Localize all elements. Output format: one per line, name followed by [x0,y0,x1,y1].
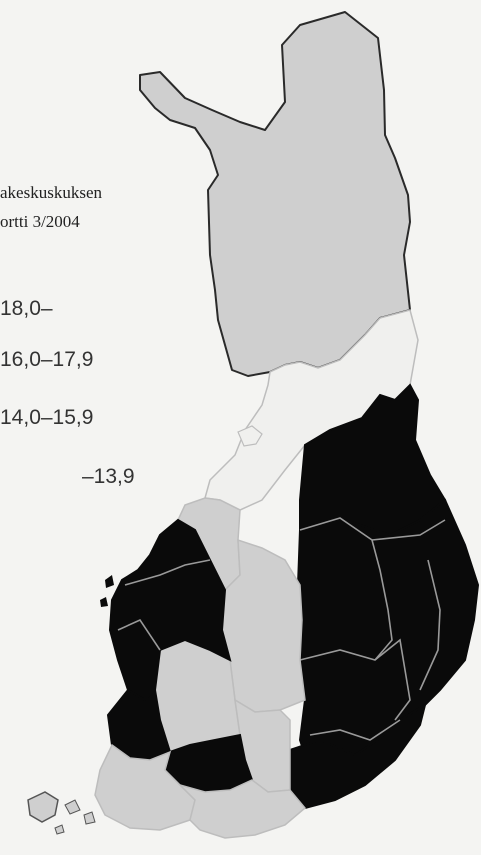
source-line-2: ortti 3/2004 [0,212,80,231]
border-ostro-1 [124,559,211,586]
legend-label-1: 18,0– [0,297,53,320]
legend-label-2: 16,0–17,9 [0,348,94,371]
lake-outline [237,425,263,447]
region-lapland [139,11,411,377]
source-line-1: akeskuskuksen [0,183,102,202]
region-east [296,498,480,771]
legend-label-3: 14,0–15,9 [0,406,94,429]
archipelago-2 [83,811,96,825]
legend-label-4: –13,9 [82,465,135,488]
archipelago-3 [54,824,65,835]
border-east-1 [299,517,393,661]
region-uusimaa [177,779,307,839]
region-aland [27,791,59,823]
border-ostro-2 [117,618,161,651]
border-east-3 [299,638,411,721]
border-east-5 [419,559,441,691]
border-east-2 [371,519,446,541]
coastal-islands [100,575,114,607]
archipelago-1 [64,799,81,815]
border-east-4 [309,719,401,741]
